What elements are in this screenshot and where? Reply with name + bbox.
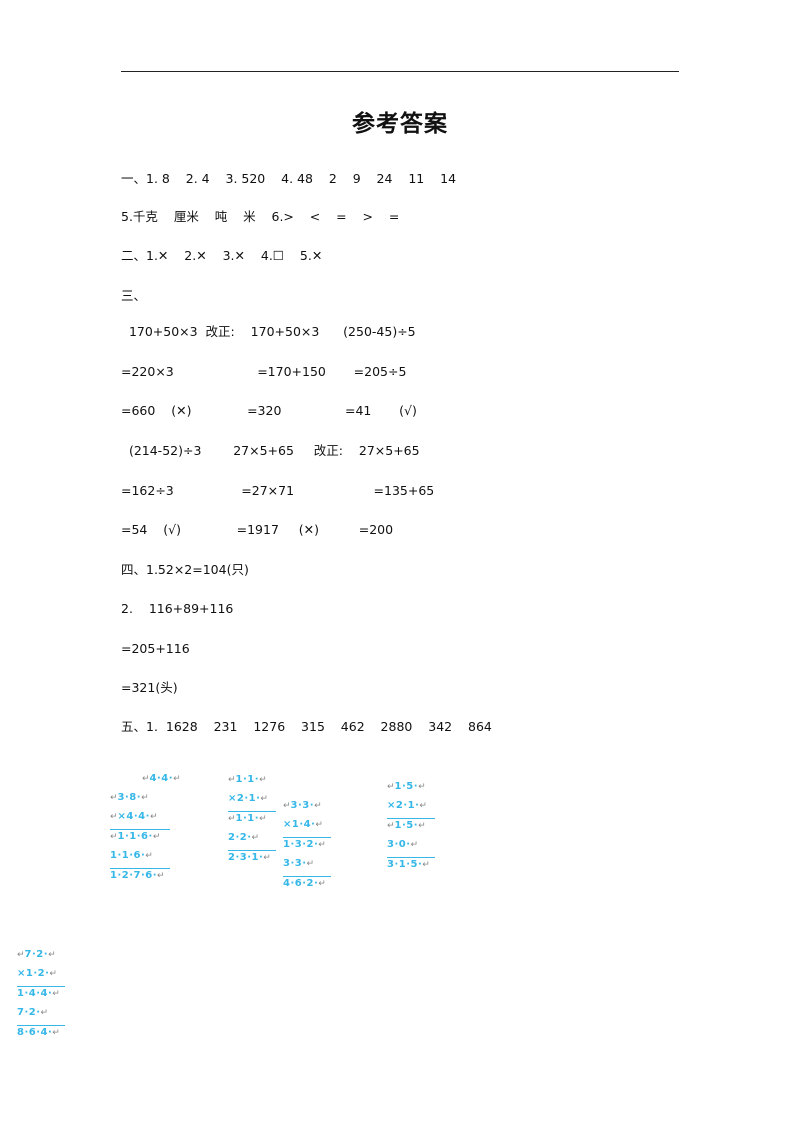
answer-line-12: 2. 116+89+116 [121,601,234,616]
answer-line-7: =660 (✕) =320 =41 (√) [121,403,417,418]
answer-line-13: =205+116 [121,641,190,656]
calc-row: ↵1·1·↵ [228,774,267,785]
vertical-calc-1: ↵4·4·↵ ↵3·8·↵ ↵×4·4·↵ ↵1·1·6·↵ 1·1·6·↵ 1… [110,772,181,888]
calc-row: ↵7·2·↵ [17,949,56,960]
answer-line-10: =54 (√) =1917 (✕) =200 [121,522,394,537]
answer-line-14: =321(头) [121,680,178,695]
calc-row: ↵1·5·↵ [387,820,426,831]
calc-row: 1·1·6·↵ [110,849,170,869]
page-title: 参考答案 [352,111,448,137]
vertical-calc-5: ↵7·2·↵ ×1·2·↵ 1·4·4·↵ 7·2·↵ 8·6·4·↵ [17,948,65,1045]
calc-row: 1·2·7·6·↵ [110,870,165,881]
calc-row: 7·2·↵ [17,1006,65,1026]
answer-line-4: 三、 [121,288,147,303]
calc-row: 4·6·2·↵ [283,878,326,889]
calc-row: 3·3·↵ [283,857,331,877]
answer-line-5: 170+50×3 改正: 170+50×3 (250-45)÷5 [121,324,416,339]
calc-row: 3·0·↵ [387,838,435,858]
calc-row: ↵3·3·↵ [283,800,322,811]
answer-line-6: =220×3 =170+150 =205÷5 [121,364,407,379]
calc-row: 2·2·↵ [228,831,276,851]
answer-line-11: 四、1.52×2=104(只) [121,562,249,577]
vertical-calc-2: ↵1·1·↵ ×2·1·↵ ↵1·1·↵ 2·2·↵ 2·3·1·↵ [228,773,276,870]
calc-row: ↵3·8·↵ [110,792,149,803]
calc-row: ↵1·5·↵ [387,781,426,792]
calc-row: ↵1·1·↵ [228,813,267,824]
answer-line-2: 5.千克 厘米 吨 米 6.> < = > = [121,209,400,224]
answer-line-3: 二、1.✕ 2.✕ 3.✕ 4.☐ 5.✕ [121,248,323,263]
calc-row: ×1·4·↵ [283,818,331,838]
calc-row: 1·3·2·↵ [283,839,326,850]
calc-row: ×2·1·↵ [387,799,435,819]
answer-line-8: (214-52)÷3 27×5+65 改正: 27×5+65 [121,443,420,458]
calc-row: 2·3·1·↵ [228,852,271,863]
calc-row: ↵4·4·↵ [142,773,181,784]
calc-row: ↵1·1·6·↵ [110,831,161,842]
header-rule [121,71,679,72]
vertical-calc-3: ↵3·3·↵ ×1·4·↵ 1·3·2·↵ 3·3·↵ 4·6·2·↵ [283,799,331,896]
calc-row: 1·4·4·↵ [17,988,60,999]
answer-line-15: 五、1. 1628 231 1276 315 462 2880 342 864 [121,719,492,734]
calc-row: ×1·2·↵ [17,967,65,987]
vertical-calc-4: ↵1·5·↵ ×2·1·↵ ↵1·5·↵ 3·0·↵ 3·1·5·↵ [387,780,435,877]
calc-row: 3·1·5·↵ [387,859,430,870]
calc-row: ↵×4·4·↵ [110,810,170,830]
answer-line-1: 一、1. 8 2. 4 3. 520 4. 48 2 9 24 11 14 [121,171,457,186]
answer-line-9: =162÷3 =27×71 =135+65 [121,483,435,498]
calc-row: 8·6·4·↵ [17,1027,60,1038]
calc-row: ×2·1·↵ [228,792,276,812]
